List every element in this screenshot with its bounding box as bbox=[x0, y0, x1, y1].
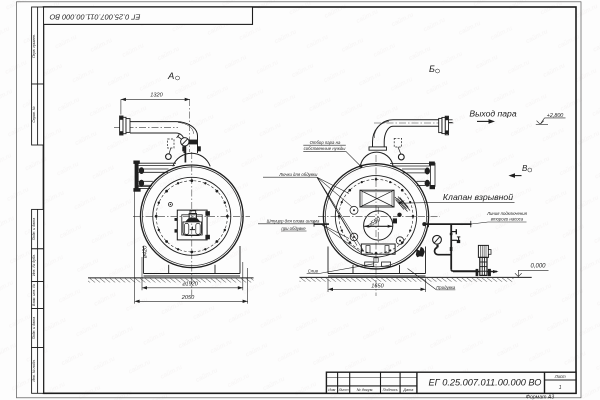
svg-text:Линия подключения: Линия подключения bbox=[486, 211, 528, 216]
svg-text:Штуцер для слива шлама: Штуцер для слива шлама bbox=[267, 219, 320, 224]
svg-text:Инв. № подл.: Инв. № подл. bbox=[32, 359, 36, 381]
svg-text:2050: 2050 bbox=[181, 295, 195, 301]
svg-text:Формат А3: Формат А3 bbox=[526, 395, 554, 400]
svg-text:Продувка: Продувка bbox=[436, 285, 456, 290]
svg-text:Слив: Слив bbox=[308, 268, 319, 273]
svg-text:Лист: Лист bbox=[338, 388, 349, 392]
svg-text:при обдувке: при обдувке bbox=[281, 226, 306, 231]
svg-text:Дата: Дата bbox=[402, 388, 413, 392]
svg-text:Лист: Лист bbox=[554, 374, 566, 379]
svg-text:1320: 1320 bbox=[150, 93, 163, 99]
svg-text:1650: 1650 bbox=[371, 284, 384, 290]
svg-text:второго насоса: второго насоса bbox=[491, 217, 524, 222]
svg-text:Инв. № дубл.: Инв. № дубл. bbox=[32, 254, 36, 276]
svg-text:Клапан взрывной: Клапан взрывной bbox=[443, 192, 513, 202]
svg-text:Справ. №: Справ. № bbox=[32, 106, 36, 122]
svg-text:⌀1920: ⌀1920 bbox=[182, 282, 199, 288]
svg-text:Отбор пара на: Отбор пара на bbox=[310, 140, 341, 145]
svg-text:Взам. инв. №: Взам. инв. № bbox=[32, 284, 36, 306]
svg-text:собственные нужды: собственные нужды bbox=[304, 146, 347, 151]
svg-text:0,000: 0,000 bbox=[530, 264, 546, 270]
svg-text:Лючки для обдувки: Лючки для обдувки bbox=[278, 172, 318, 177]
svg-text:№ докум.: № докум. bbox=[357, 388, 374, 392]
svg-text:Выход пара: Выход пара bbox=[469, 108, 516, 118]
svg-text:Подпись: Подпись bbox=[383, 388, 398, 392]
svg-text:А: А bbox=[167, 71, 174, 82]
svg-text:Подп. и дата: Подп. и дата bbox=[32, 317, 36, 340]
svg-text:+2,800: +2,800 bbox=[547, 113, 564, 119]
svg-text:Перв. примен.: Перв. примен. bbox=[32, 34, 36, 58]
svg-text:⌀420: ⌀420 bbox=[142, 245, 148, 259]
svg-text:ЕГ 0.25.007.011.00.000 ВО: ЕГ 0.25.007.011.00.000 ВО bbox=[429, 377, 542, 387]
svg-text:Изм: Изм bbox=[328, 388, 335, 392]
svg-text:В: В bbox=[522, 164, 528, 173]
svg-text:1: 1 bbox=[559, 385, 562, 391]
svg-text:ЕГ 0.25.007.011.00.000 ВО: ЕГ 0.25.007.011.00.000 ВО bbox=[49, 12, 140, 21]
svg-text:Подп. и дата: Подп. и дата bbox=[32, 218, 36, 241]
svg-text:Б: Б bbox=[429, 64, 435, 74]
